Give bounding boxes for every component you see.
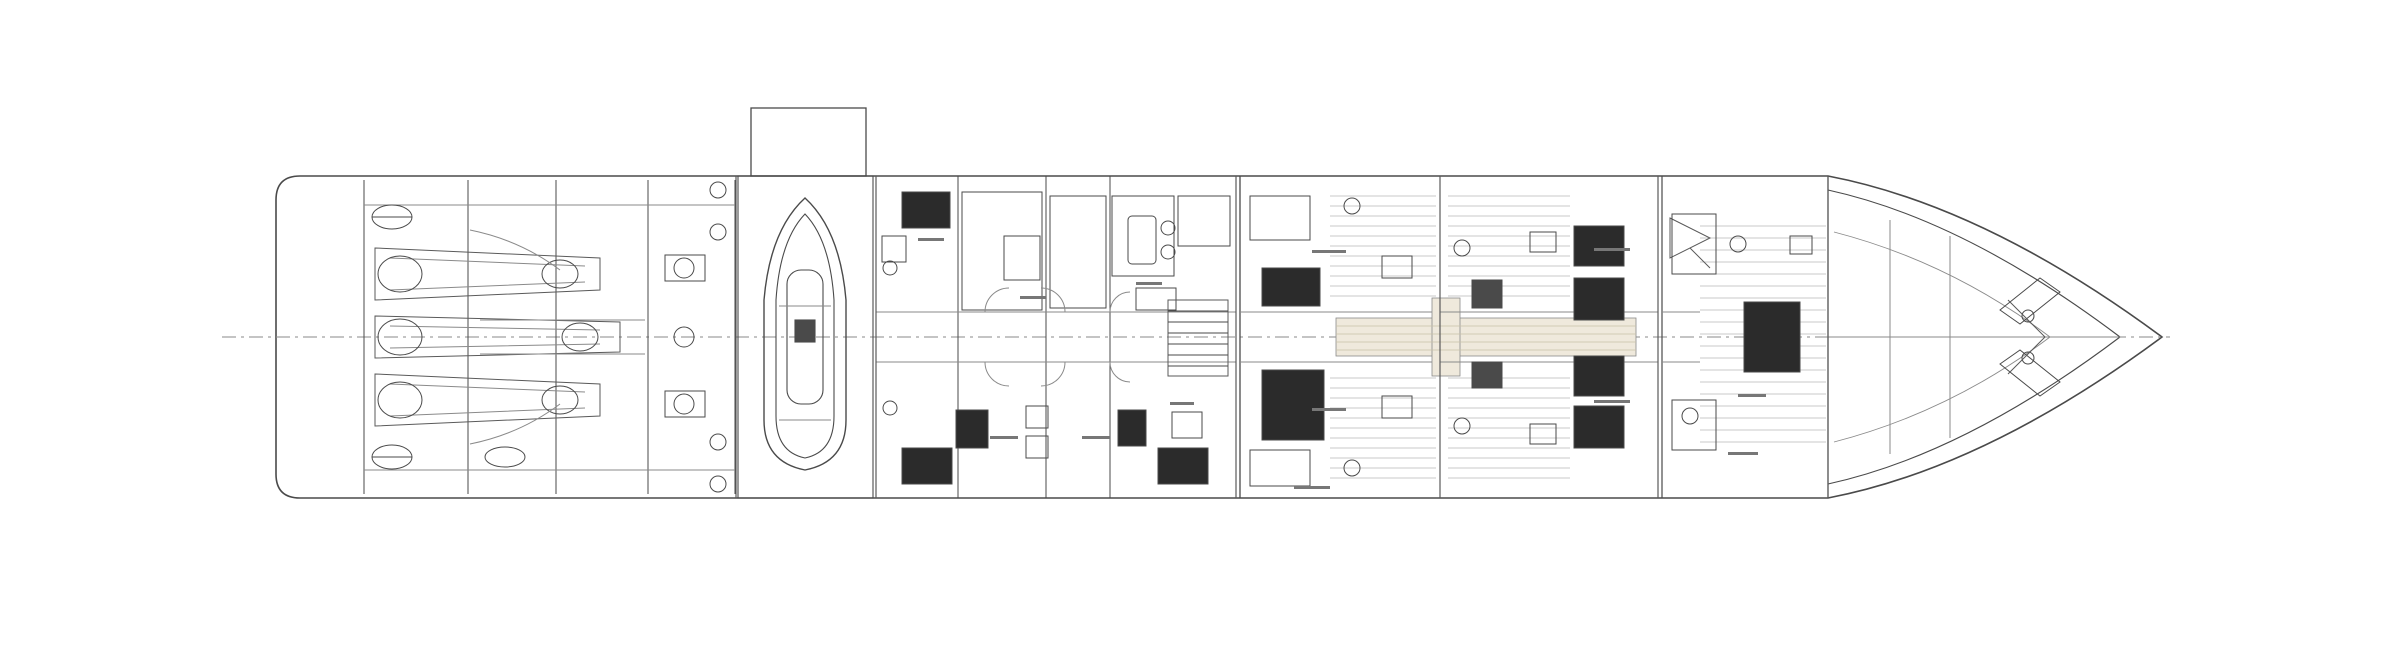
- guest-cabins-mid: [1440, 176, 1659, 498]
- bed-icon: [1261, 267, 1321, 307]
- bulkheads: [735, 176, 1829, 498]
- engine-starboard: [374, 373, 601, 427]
- room-label-marks: [918, 238, 1766, 489]
- stair-icon: [1167, 299, 1229, 377]
- tender-boat-icon: [763, 197, 847, 471]
- tender-garage: [737, 107, 874, 499]
- engine-port: [374, 247, 601, 301]
- bed-icon: [1573, 355, 1625, 397]
- bed-icon: [1261, 369, 1325, 441]
- bed-icon: [1573, 405, 1625, 449]
- bed-icon: [1573, 225, 1625, 267]
- vip-cabin-forward: [1661, 176, 1826, 498]
- bed-icon: [901, 447, 953, 485]
- bed-icon: [1157, 447, 1209, 485]
- bed-icon: [901, 191, 951, 229]
- bow-area: [1828, 220, 2120, 454]
- bed-icon: [1573, 277, 1625, 321]
- bed-icon: [1743, 301, 1801, 373]
- central-corridor: [1335, 297, 1637, 377]
- compass-icon: [2007, 299, 2046, 375]
- stern-machinery-area: [363, 180, 736, 494]
